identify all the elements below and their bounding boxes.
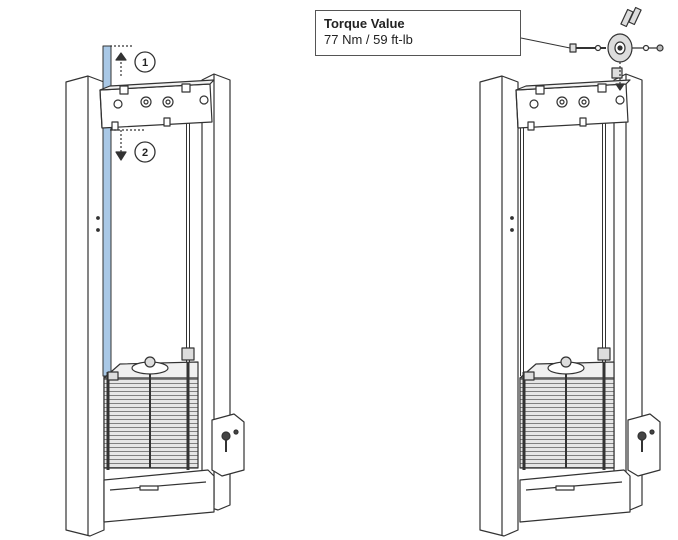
- step-2-label: 2: [142, 147, 148, 159]
- step-1-label: 1: [142, 57, 148, 69]
- left-base: [103, 469, 215, 523]
- step-1-badge: 1: [134, 51, 156, 73]
- step-1-arrow: [110, 45, 132, 76]
- right-top-crossbar: [515, 79, 631, 131]
- right-machine: [479, 6, 664, 537]
- step-2-arrow: [110, 129, 146, 161]
- torque-callout-value: 77 Nm / 59 ft-lb: [324, 32, 413, 47]
- right-pin-holder: [627, 413, 661, 477]
- step-2-badge: 2: [134, 141, 156, 163]
- torque-callout-title: Torque Value: [324, 16, 405, 31]
- right-rear-upright: [613, 73, 643, 511]
- left-machine: [65, 45, 245, 537]
- left-front-upright: [65, 75, 105, 537]
- left-pin-holder: [211, 413, 245, 477]
- right-weight-stack: [519, 347, 615, 470]
- right-base: [519, 469, 631, 523]
- exploded-pulley-hardware: [569, 6, 664, 91]
- left-weight-stack: [103, 347, 199, 470]
- right-front-upright: [479, 75, 519, 537]
- left-top-crossbar: [99, 79, 215, 131]
- torque-callout: Torque Value 77 Nm / 59 ft-lb: [315, 10, 521, 56]
- callout-leader-line: [520, 37, 571, 49]
